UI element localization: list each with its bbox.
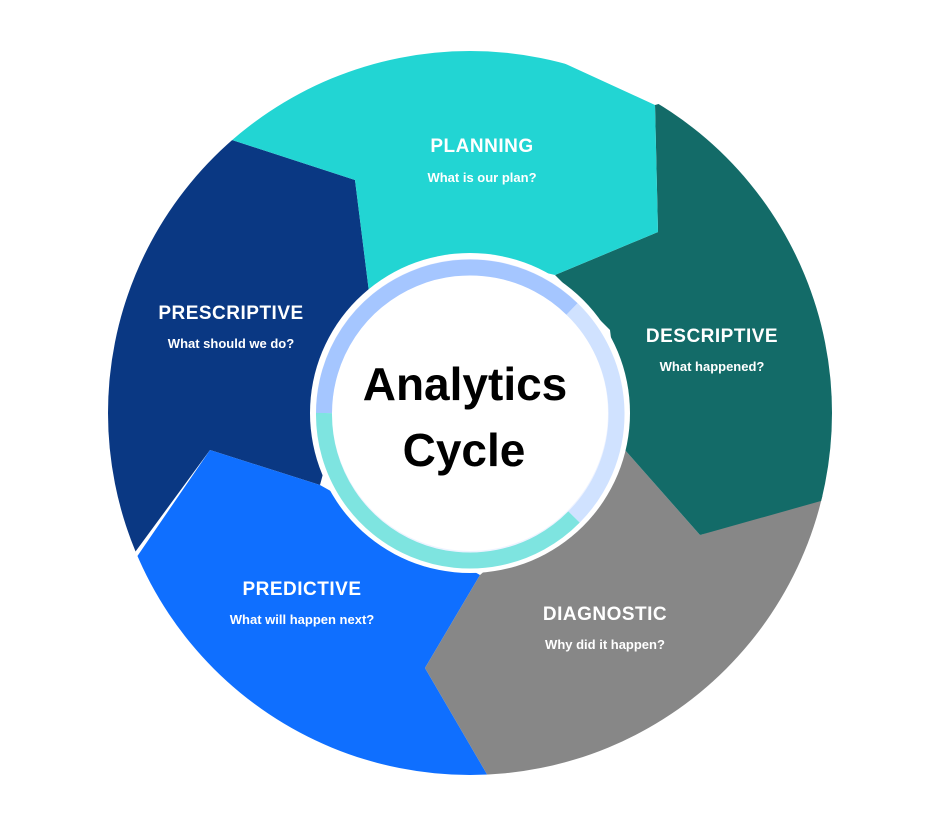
diagnostic-title: DIAGNOSTIC bbox=[543, 604, 667, 625]
predictive-question: What will happen next? bbox=[230, 612, 375, 627]
predictive-title: PREDICTIVE bbox=[242, 579, 361, 600]
descriptive-title: DESCRIPTIVE bbox=[646, 326, 778, 347]
diagnostic-question: Why did it happen? bbox=[545, 637, 665, 652]
center-hub bbox=[333, 276, 607, 550]
center-title-line1: Analytics bbox=[363, 358, 568, 410]
center-title-line2: Cycle bbox=[403, 424, 526, 476]
planning-question: What is our plan? bbox=[427, 170, 536, 185]
prescriptive-question: What should we do? bbox=[168, 336, 294, 351]
segment-planning bbox=[232, 51, 658, 300]
planning-title: PLANNING bbox=[430, 136, 533, 157]
prescriptive-title: PRESCRIPTIVE bbox=[158, 303, 303, 324]
center-ring-arc-c bbox=[315, 412, 580, 569]
center-ring-arc-b bbox=[566, 303, 625, 523]
descriptive-question: What happened? bbox=[660, 359, 765, 374]
center-ring-arc-a bbox=[316, 259, 578, 414]
